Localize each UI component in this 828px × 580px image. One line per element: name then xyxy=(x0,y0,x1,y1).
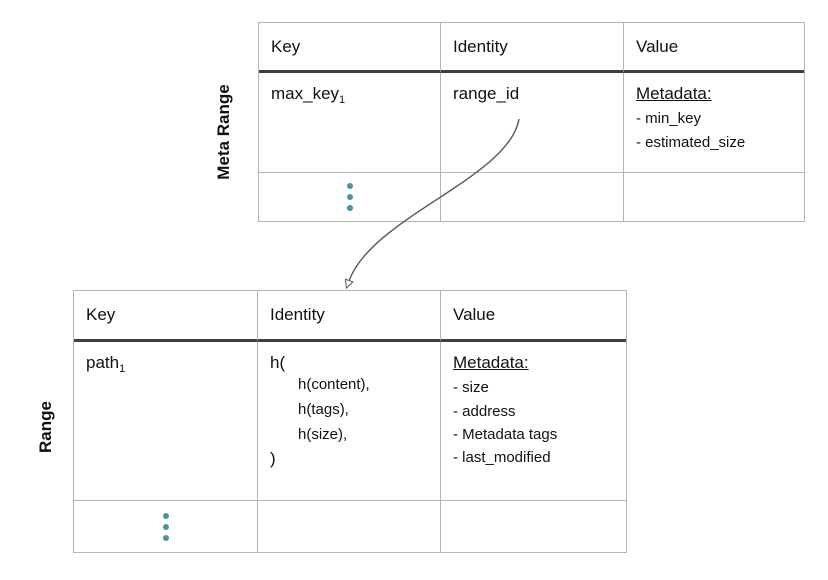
range-cell-value: Metadata: - size - address - Metadata ta… xyxy=(441,342,626,501)
meta-range-empty-cell xyxy=(441,173,624,221)
range-identity-arg: h(content), xyxy=(298,376,370,394)
range-identity-close: ) xyxy=(270,448,276,468)
range-table: Key Identity Value path1 h( h(content), … xyxy=(73,290,627,553)
vertical-ellipsis-icon xyxy=(162,512,169,541)
meta-range-value-list: - min_key - estimated_size xyxy=(636,107,792,154)
range-empty-cell xyxy=(258,501,441,552)
range-key-text: path xyxy=(86,353,120,372)
range-table-label: Range xyxy=(36,401,55,453)
range-value-title: Metadata: xyxy=(453,353,529,372)
range-identity-args: h(content), h(tags), h(size), xyxy=(270,373,428,447)
range-identity-arg: h(size), xyxy=(298,425,348,443)
meta-range-header-identity: Identity xyxy=(441,23,624,73)
range-cell-identity: h( h(content), h(tags), h(size), ) xyxy=(258,342,441,501)
vertical-ellipsis-icon xyxy=(346,183,353,211)
range-value-item: - size xyxy=(453,379,489,397)
meta-range-cell-value: Metadata: - min_key - estimated_size xyxy=(624,73,804,173)
range-value-list: - size - address - Metadata tags - last_… xyxy=(453,376,614,469)
range-key-subscript: 1 xyxy=(119,363,126,375)
range-header-key: Key xyxy=(74,291,258,342)
meta-range-identity-text: range_id xyxy=(453,84,520,103)
meta-range-empty-cell xyxy=(624,173,804,221)
meta-range-table: Key Identity Value max_key1 range_id Met… xyxy=(258,22,805,222)
range-identity-arg: h(tags), xyxy=(298,401,349,418)
range-value-item: - Metadata tags xyxy=(453,425,558,443)
range-value-item: - address xyxy=(453,402,516,420)
meta-range-value-item: - min_key xyxy=(636,110,702,128)
range-ellipsis-cell xyxy=(74,501,258,552)
range-identity-open: h( xyxy=(270,353,286,372)
meta-range-key-text: max_key xyxy=(271,84,340,103)
meta-range-value-item: - estimated_size xyxy=(636,133,746,151)
range-value-item: - last_modified xyxy=(453,449,551,466)
meta-range-table-label: Meta Range xyxy=(214,84,233,180)
meta-range-header-key: Key xyxy=(259,23,441,73)
meta-range-value-title: Metadata: xyxy=(636,84,712,103)
range-header-identity: Identity xyxy=(258,291,441,342)
meta-range-ellipsis-cell xyxy=(259,173,441,221)
range-empty-cell xyxy=(441,501,626,552)
range-cell-key: path1 xyxy=(74,342,258,501)
meta-range-key-subscript: 1 xyxy=(339,94,346,106)
meta-range-cell-identity: range_id xyxy=(441,73,624,173)
range-header-value: Value xyxy=(441,291,626,342)
meta-range-header-value: Value xyxy=(624,23,804,73)
meta-range-cell-key: max_key1 xyxy=(259,73,441,173)
